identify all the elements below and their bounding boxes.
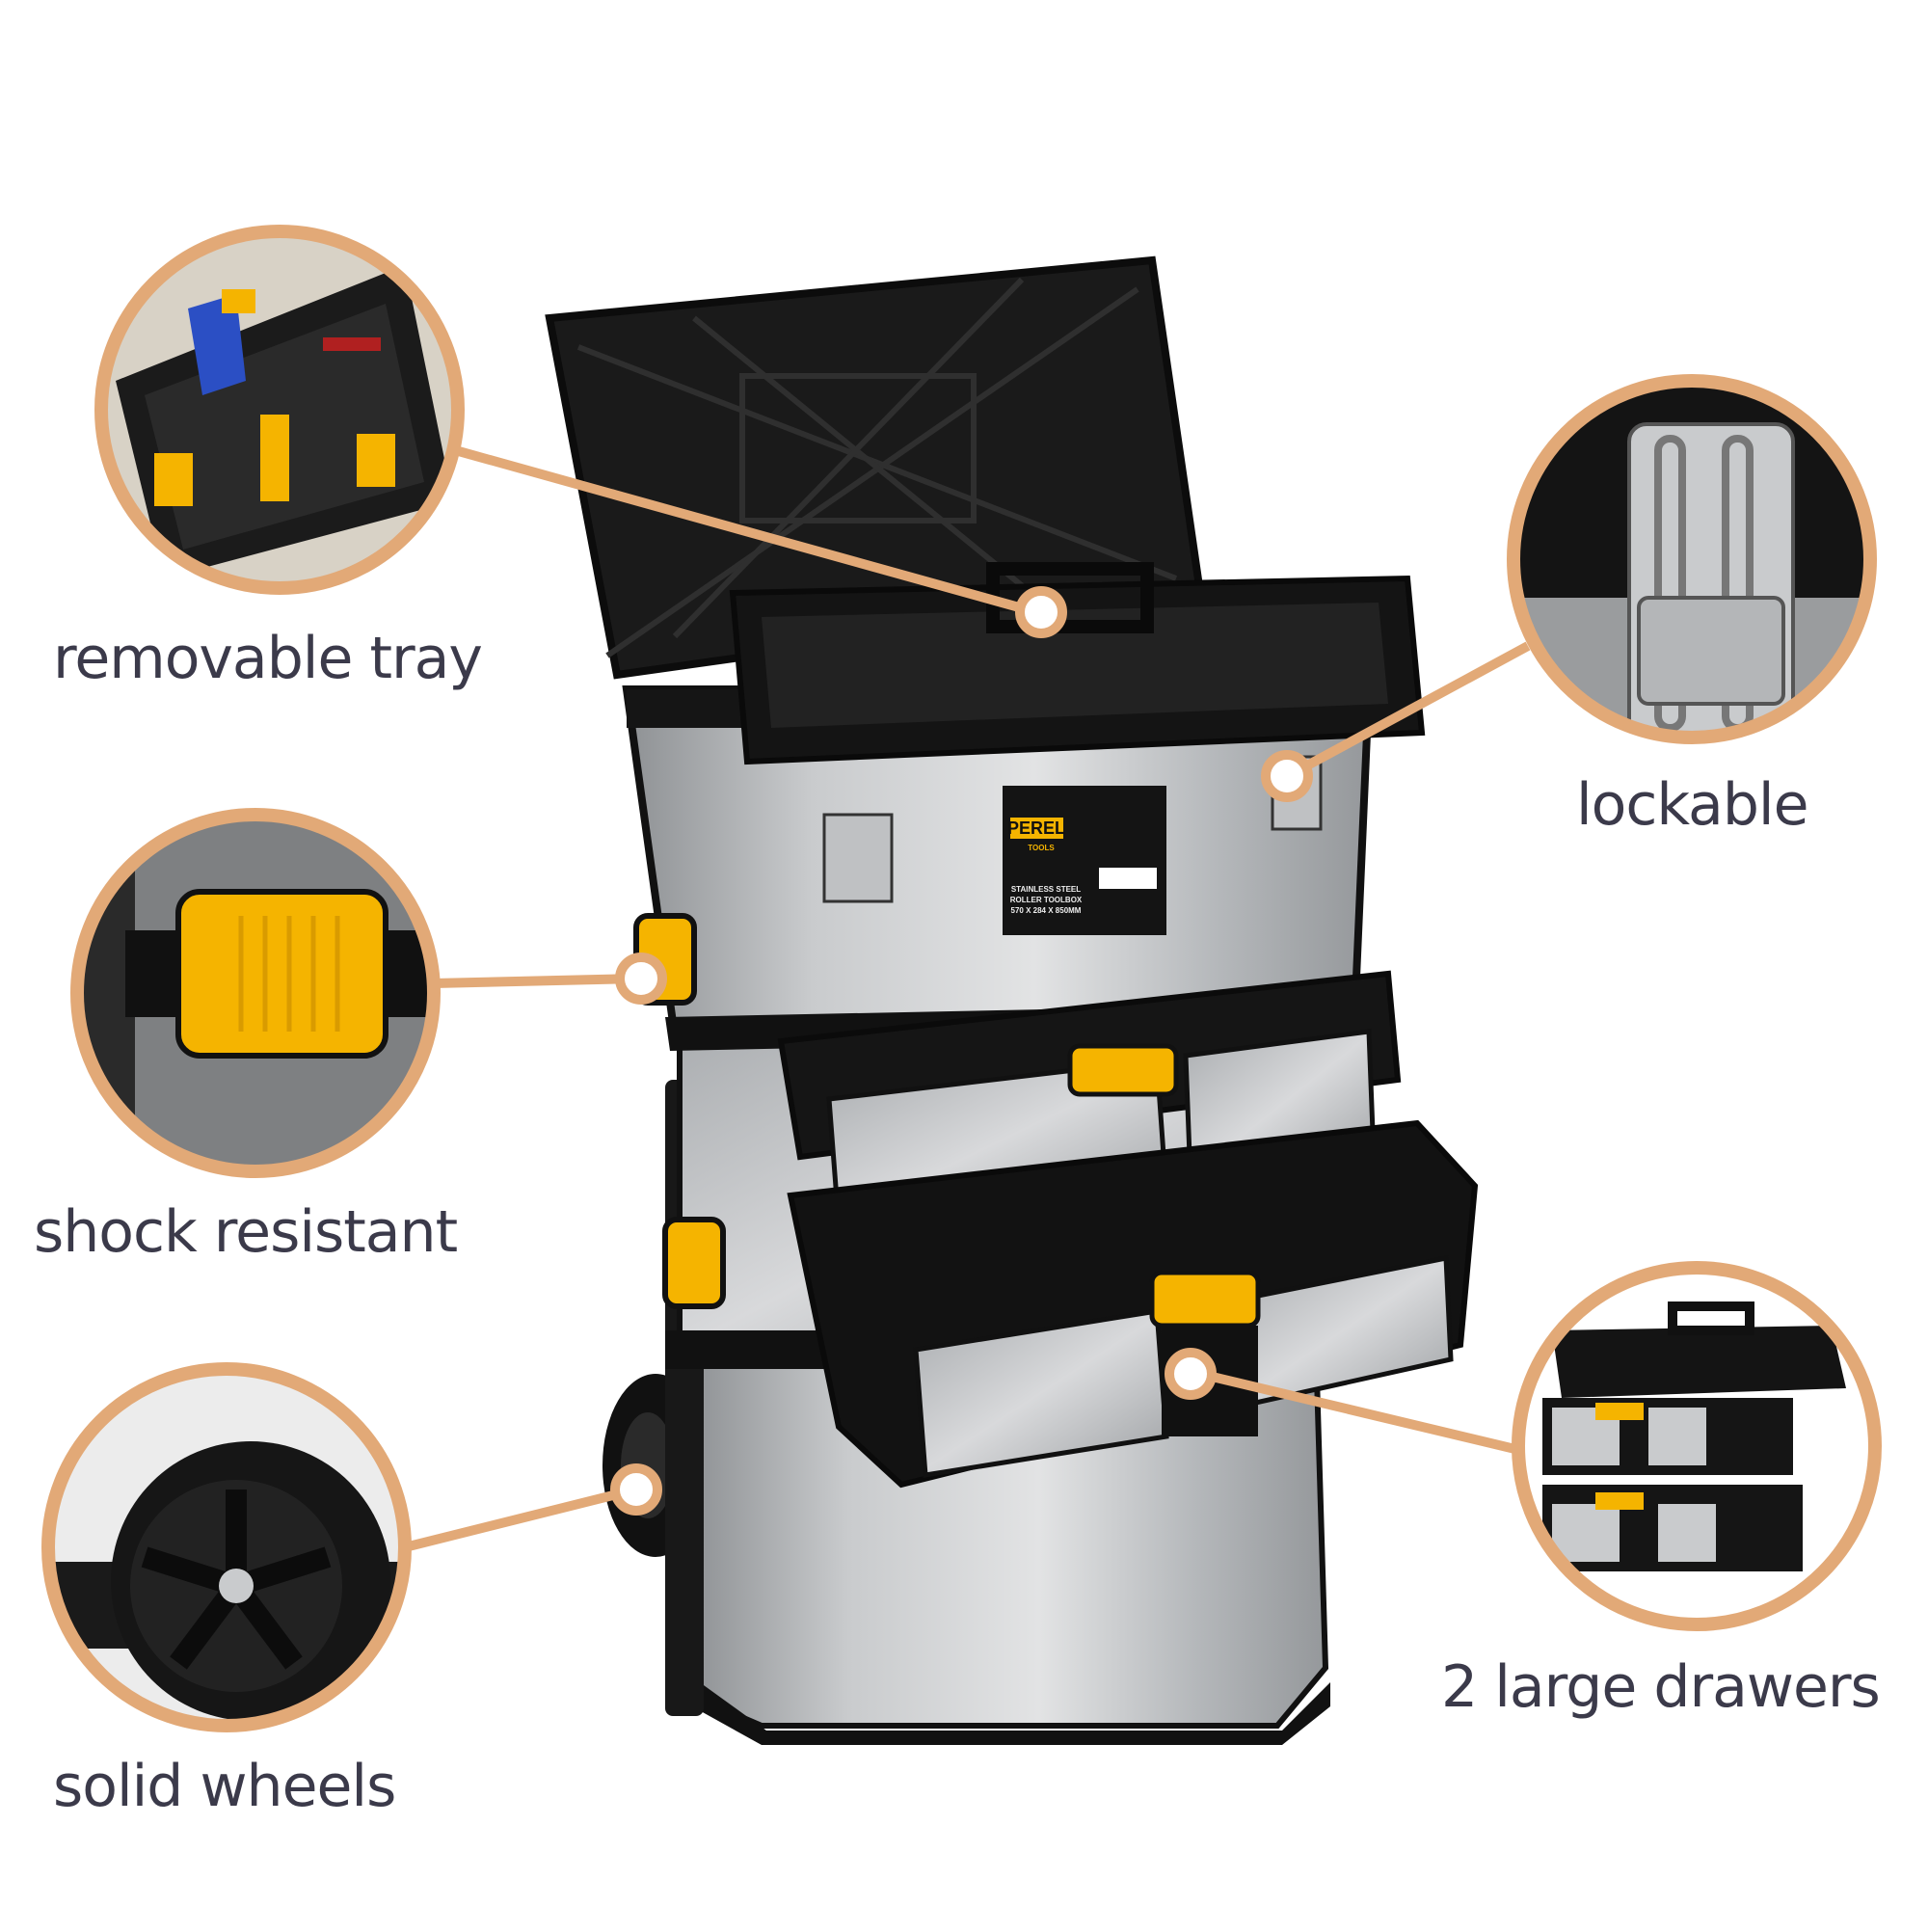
- lower-drawer-handle: [1149, 1270, 1261, 1328]
- callout-dots: [610, 586, 1313, 1516]
- product-label-brand: PEREL: [1007, 818, 1065, 838]
- front-latch-left: [822, 813, 894, 903]
- upper-drawer-handle: [1067, 1043, 1179, 1097]
- product-label-line3: 570 X 284 X 850MM: [1011, 906, 1082, 915]
- label-shock-resistant: shock resistant: [34, 1198, 458, 1266]
- zoom-circle-removable-tray: [94, 225, 465, 595]
- side-clip-lower: [662, 1217, 726, 1309]
- zoom-circle-solid-wheels: [41, 1362, 412, 1732]
- label-large-drawers: 2 large drawers: [1441, 1653, 1881, 1721]
- product-label-line1: STAINLESS STEEL: [1011, 885, 1081, 894]
- product-label-brand-sub: TOOLS: [1028, 844, 1055, 852]
- product-label-line2: ROLLER TOOLBOX: [1010, 896, 1083, 904]
- zoom-circle-lockable: [1507, 374, 1877, 744]
- label-removable-tray: removable tray: [53, 625, 483, 692]
- product-label: PEREL TOOLS STAINLESS STEEL ROLLER TOOLB…: [1003, 786, 1166, 935]
- zoom-circle-shock-resistant: [70, 808, 441, 1178]
- toolbox-main: PEREL TOOLS STAINLESS STEEL ROLLER TOOLB…: [545, 255, 1479, 1745]
- label-solid-wheels: solid wheels: [53, 1753, 396, 1820]
- label-lockable: lockable: [1576, 771, 1808, 839]
- zoom-circle-large-drawers: [1512, 1261, 1882, 1631]
- callout-lines: [403, 443, 1531, 1552]
